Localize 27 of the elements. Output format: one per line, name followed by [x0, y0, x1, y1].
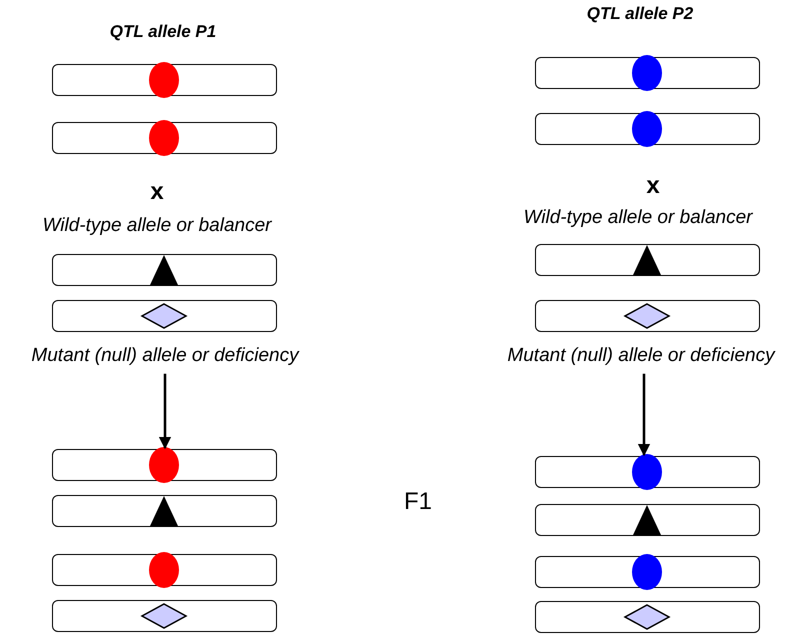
chromosome-bar [52, 495, 277, 527]
arrow [638, 374, 650, 456]
cross-symbol: x [646, 172, 660, 201]
chromosome-bar [52, 122, 277, 154]
chromosome-bar [52, 300, 277, 332]
chromosome-bar [535, 456, 760, 488]
group-heading: QTL allele P2 [586, 4, 694, 24]
chromosome-bar [52, 554, 277, 586]
chromosome-bar [535, 57, 760, 89]
arrow [158, 374, 172, 450]
chromosome-bar [52, 254, 277, 286]
generation-label: F1 [404, 488, 432, 517]
chromosome-bar [52, 449, 277, 481]
cross-symbol: x [150, 178, 164, 207]
allele-caption: Wild-type allele or balancer [524, 207, 752, 230]
allele-caption: Wild-type allele or balancer [42, 215, 272, 238]
chromosome-bar [535, 504, 760, 536]
chromosome-bar [535, 601, 760, 633]
chromosome-bar [535, 300, 760, 332]
chromosome-bar [535, 244, 760, 276]
chromosome-bar [52, 64, 277, 96]
allele-caption: Mutant (null) allele or deficiency [507, 345, 775, 368]
chromosome-bar [535, 556, 760, 588]
chromosome-bar [535, 113, 760, 145]
allele-caption: Mutant (null) allele or deficiency [31, 345, 299, 368]
group-heading: QTL allele P1 [110, 22, 216, 42]
chromosome-bar [52, 600, 277, 632]
